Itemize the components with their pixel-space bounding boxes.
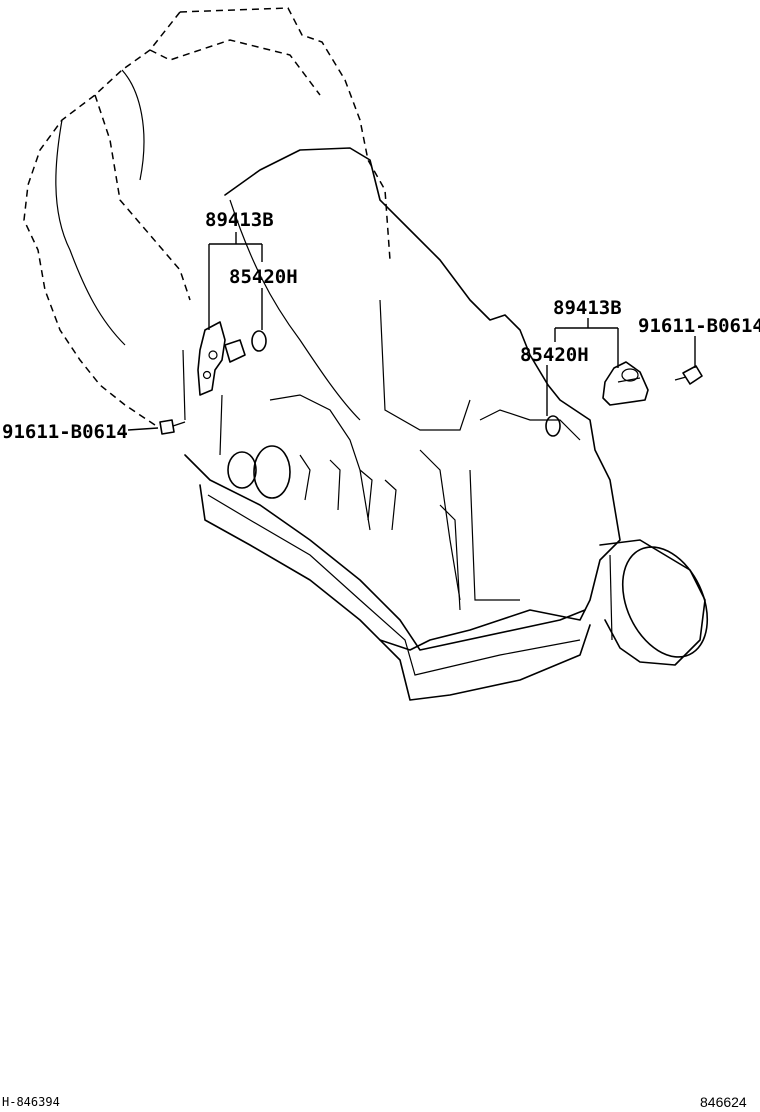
- left-oring-part-number: 85420H: [229, 266, 298, 288]
- right-sensor-part-number: 89413B: [553, 297, 622, 319]
- left-o-ring: [251, 330, 267, 352]
- right-bolt: [674, 365, 703, 385]
- right-bolt-part-number: 91611-B0614: [638, 315, 760, 337]
- left-speed-sensor: [197, 321, 246, 396]
- output-flange: [599, 539, 709, 666]
- left-sensor-part-number: 89413B: [205, 209, 274, 231]
- right-oring-part-number: 85420H: [520, 344, 589, 366]
- transmission-case: [182, 147, 621, 701]
- footer-left-code: H-846394: [2, 1095, 60, 1109]
- left-bolt: [159, 419, 186, 435]
- footer-right-code: 846624: [700, 1094, 747, 1110]
- bell-housing-outline: [23, 7, 391, 426]
- left-bolt-part-number: 91611-B0614: [2, 421, 128, 443]
- callout-leaders: [127, 232, 696, 431]
- right-speed-sensor: [602, 361, 649, 406]
- right-o-ring: [545, 415, 561, 437]
